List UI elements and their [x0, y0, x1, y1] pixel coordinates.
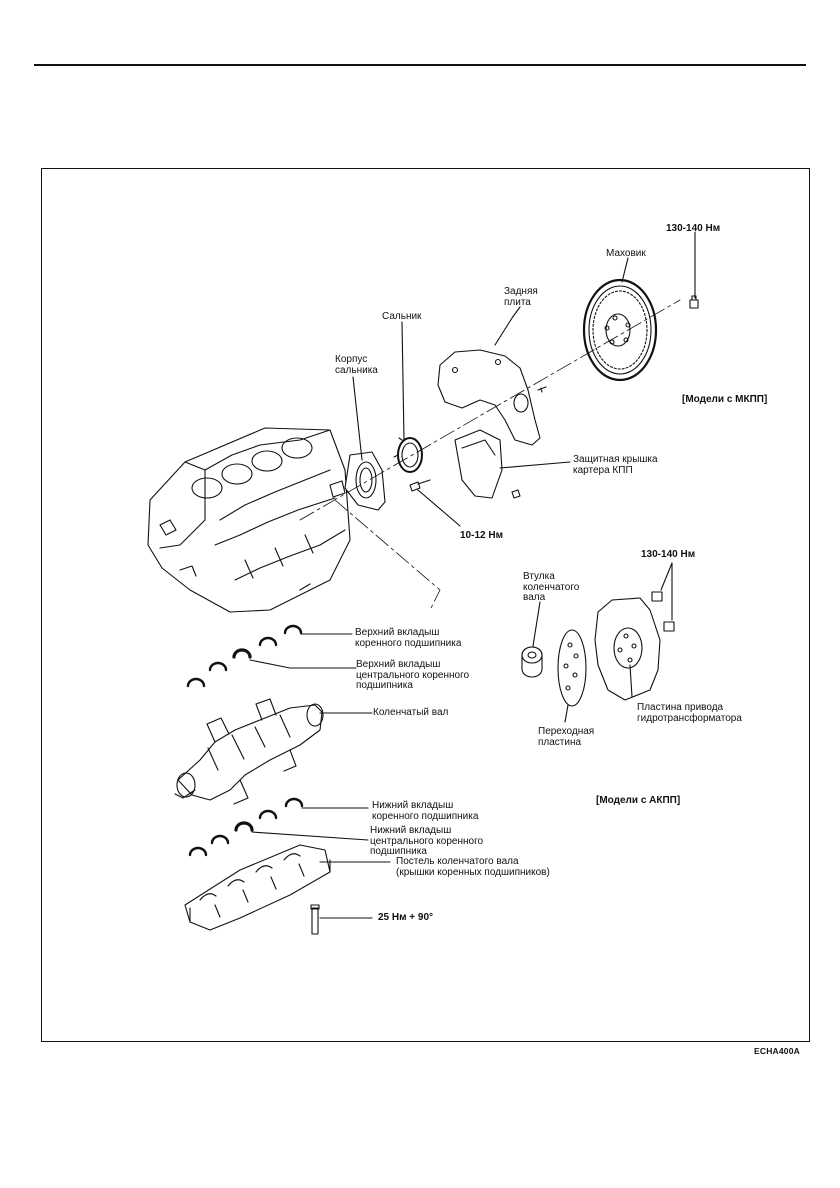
flywheel-bolt-drawing [689, 295, 699, 309]
adapter-plate-drawing [557, 629, 587, 707]
seal-housing-label: Корпус сальника [335, 354, 378, 376]
upper-bearing-label: Верхний вкладыш коренного подшипника [355, 627, 462, 649]
upper-center-bearing-label: Верхний вкладыш центрального коренного п… [356, 659, 470, 691]
rear-plate-drawing [437, 349, 547, 446]
drive-plate-drawing [594, 597, 661, 701]
transmission-cover-label: Защитная крышка картера КПП [573, 454, 658, 476]
mt-models-label: [Модели с МКПП] [682, 394, 768, 405]
torque-flywheel-label: 130-140 Нм [666, 223, 721, 234]
crankshaft-bushing-drawing [521, 646, 543, 678]
lower-bearing-shells-drawing [188, 797, 304, 857]
oil-seal-drawing [393, 437, 423, 473]
crankshaft-label: Коленчатый вал [373, 707, 449, 718]
lower-center-bearing-label: Нижний вкладыш центрального коренного по… [370, 825, 484, 857]
bolt-10-12-drawing [409, 479, 431, 492]
seal-housing-drawing [344, 451, 386, 511]
transmission-cover-drawing [454, 429, 521, 499]
lower-bearing-label: Нижний вкладыш коренного подшипника [372, 800, 479, 822]
figure-code: ECHA400A [754, 1046, 801, 1056]
bearing-cap-drawing [184, 844, 331, 931]
crankshaft-drawing [174, 698, 324, 805]
torque-bolt-label: 10-12 Нм [460, 530, 503, 541]
upper-bearing-shells-drawing [186, 624, 303, 688]
oil-seal-label: Сальник [382, 311, 422, 322]
bearing-cap-label: Постель коленчатого вала (крышки коренны… [396, 856, 550, 878]
at-models-label: [Модели с АКПП] [596, 795, 681, 806]
cap-bolt-drawing [310, 904, 320, 935]
drive-plate-bolts-drawing [651, 591, 675, 632]
cylinder-block-drawing [147, 427, 351, 613]
header-rule [34, 64, 806, 66]
diagram-frame [41, 168, 810, 1042]
torque-driveplate-label: 130-140 Нм [641, 549, 696, 560]
bushing-label: Втулка коленчатого вала [523, 571, 580, 603]
torque-capbolt-label: 25 Нм + 90° [378, 912, 434, 923]
adapter-plate-label: Переходная пластина [538, 726, 595, 748]
rear-plate-label: Задняя плита [504, 286, 538, 308]
flywheel-drawing [582, 278, 658, 382]
flywheel-label: Маховик [606, 248, 646, 259]
drive-plate-label: Пластина привода гидротрансформатора [637, 702, 742, 724]
